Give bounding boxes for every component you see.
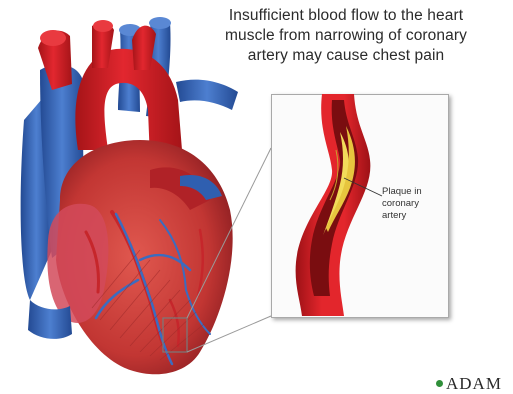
adam-logo-text: ADAM [446,374,502,393]
plaque-label-line-2: coronary [382,198,422,210]
adam-logo: ADAM [436,374,502,394]
adam-logo-dot-icon [436,380,443,387]
plaque-label: Plaque in coronary artery [382,186,422,222]
plaque-label-line-1: Plaque in [382,186,422,198]
plaque-label-line-3: artery [382,210,422,222]
